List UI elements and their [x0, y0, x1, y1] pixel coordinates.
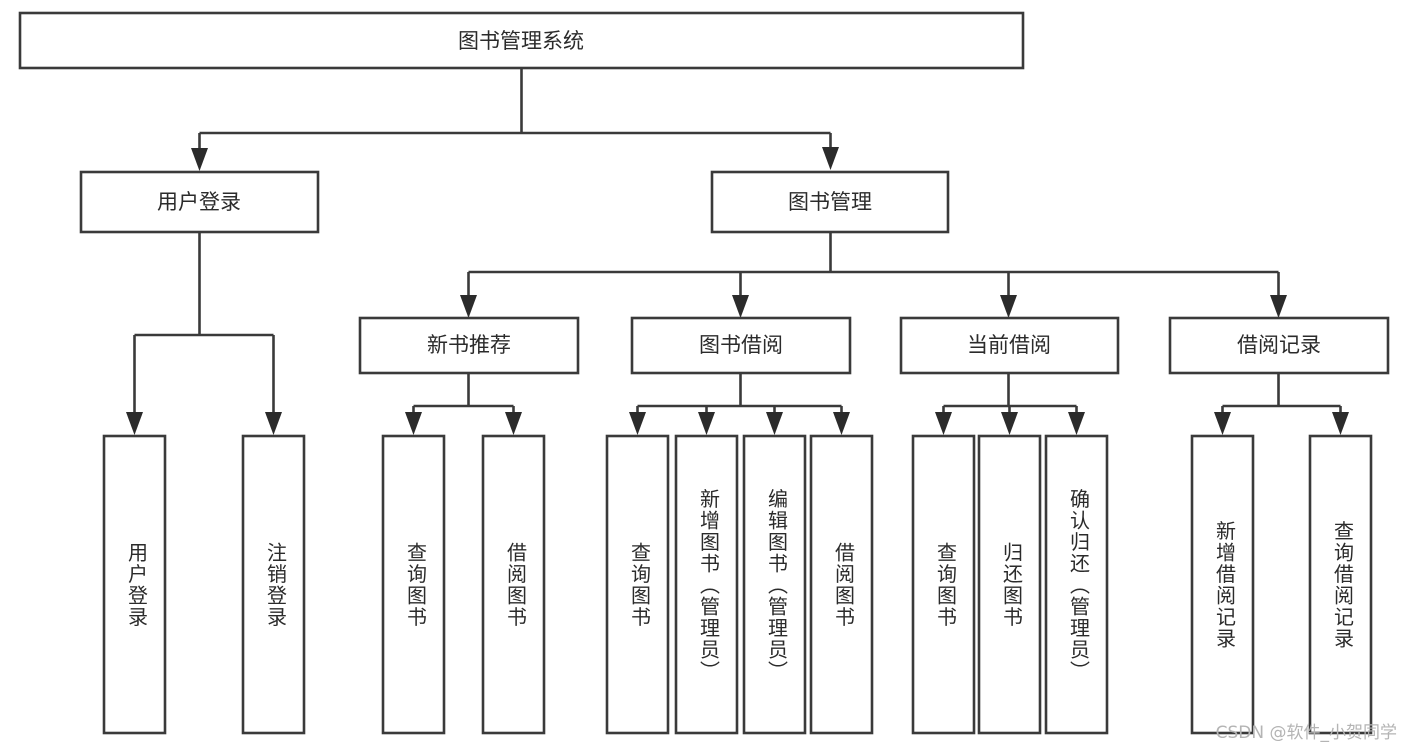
leaf-query-book-2-label: 查询图书	[628, 542, 652, 628]
arrow-head-leaf-query-book-3	[935, 412, 952, 435]
node-new-book-recommend[interactable]: 新书推荐	[358, 316, 580, 375]
connector-group-book-borrow	[629, 373, 850, 435]
node-book-borrow[interactable]: 图书借阅	[630, 316, 852, 375]
arrow-head-leaf-edit-book	[766, 412, 783, 435]
csdn-watermark: CSDN @软件_小贺同学	[1215, 723, 1397, 743]
node-book-manage-label: 图书管理	[788, 190, 872, 214]
arrow-head-leaf-add-book	[698, 412, 715, 435]
arrow-head-leaf-return-book	[1001, 412, 1018, 435]
node-user-login[interactable]: 用户登录	[79, 170, 320, 234]
node-book-manage-box[interactable]	[710, 170, 950, 234]
leaf-add-record-box[interactable]	[1190, 434, 1255, 735]
leaf-confirm-return-label: 确认归还（管理员）	[1067, 488, 1091, 682]
leaf-return-book-label: 归还图书	[1000, 542, 1024, 628]
connector-group-book-manage	[460, 232, 1287, 318]
node-current-borrow-label: 当前借阅	[967, 333, 1051, 357]
leaf-borrow-book-2[interactable]: 借阅图书	[809, 434, 874, 735]
arrow-head-borrow-record	[1270, 295, 1287, 318]
leaf-return-book-box[interactable]	[977, 434, 1042, 735]
leaf-query-record-label: 查询借阅记录	[1331, 520, 1355, 649]
leaf-query-book-2-box[interactable]	[605, 434, 670, 735]
connector-group-current-borrow	[935, 373, 1085, 435]
arrow-head-leaf-borrow-book-1	[505, 412, 522, 435]
leaf-add-record-label: 新增借阅记录	[1213, 520, 1237, 649]
node-new-book-recommend-label: 新书推荐	[427, 333, 511, 357]
leaf-query-book-2[interactable]: 查询图书	[605, 434, 670, 735]
leaf-add-book-label: 新增图书（管理员）	[697, 488, 721, 682]
leaf-query-book-1[interactable]: 查询图书	[381, 434, 446, 735]
node-current-borrow[interactable]: 当前借阅	[899, 316, 1120, 375]
arrow-head-leaf-user-login	[126, 412, 143, 435]
connector-group-new-book-recommend	[405, 373, 522, 435]
leaf-user-logout-box[interactable]	[241, 434, 306, 735]
arrow-head-leaf-user-logout	[265, 412, 282, 435]
node-borrow-record[interactable]: 借阅记录	[1168, 316, 1390, 375]
node-root-label: 图书管理系统	[458, 29, 584, 53]
node-book-borrow-box[interactable]	[630, 316, 852, 375]
leaf-add-record[interactable]: 新增借阅记录	[1190, 434, 1255, 735]
leaf-query-book-1-box[interactable]	[381, 434, 446, 735]
arrow-head-leaf-confirm-return	[1068, 412, 1085, 435]
leaf-user-login[interactable]: 用户登录	[102, 434, 167, 735]
leaf-borrow-book-1-label: 借阅图书	[504, 542, 528, 628]
leaf-edit-book-box[interactable]	[742, 434, 807, 735]
connector-group-root	[191, 68, 839, 171]
node-root[interactable]: 图书管理系统	[18, 11, 1025, 70]
arrow-head-leaf-add-record	[1214, 412, 1231, 435]
leaf-user-login-label: 用户登录	[125, 542, 149, 628]
node-user-login-label: 用户登录	[157, 190, 241, 214]
leaf-confirm-return-box[interactable]	[1044, 434, 1109, 735]
node-borrow-record-box[interactable]	[1168, 316, 1390, 375]
leaf-add-book-box[interactable]	[674, 434, 739, 735]
leaf-return-book[interactable]: 归还图书	[977, 434, 1042, 735]
connector-group-user-login	[126, 232, 282, 435]
leaf-query-record[interactable]: 查询借阅记录	[1308, 434, 1373, 735]
node-current-borrow-box[interactable]	[899, 316, 1120, 375]
connector-group-borrow-record	[1214, 373, 1349, 435]
leaf-borrow-book-2-box[interactable]	[809, 434, 874, 735]
arrow-head-user-login	[191, 148, 208, 171]
arrow-head-book-borrow	[732, 295, 749, 318]
node-root-box[interactable]	[18, 11, 1025, 70]
leaf-query-book-3[interactable]: 查询图书	[911, 434, 976, 735]
arrow-head-new-book-recommend	[460, 295, 477, 318]
node-borrow-record-label: 借阅记录	[1237, 333, 1321, 357]
leaf-edit-book[interactable]: 编辑图书（管理员）	[742, 434, 807, 735]
leaf-confirm-return[interactable]: 确认归还（管理员）	[1044, 434, 1109, 735]
leaf-user-logout-label: 注销登录	[264, 542, 288, 628]
leaf-query-book-3-label: 查询图书	[934, 542, 958, 628]
node-new-book-recommend-box[interactable]	[358, 316, 580, 375]
arrow-head-current-borrow	[1000, 295, 1017, 318]
leaf-borrow-book-1-box[interactable]	[481, 434, 546, 735]
leaf-user-login-box[interactable]	[102, 434, 167, 735]
node-book-manage[interactable]: 图书管理	[710, 170, 950, 234]
leaf-add-book[interactable]: 新增图书（管理员）	[674, 434, 739, 735]
leaf-query-record-box[interactable]	[1308, 434, 1373, 735]
arrow-head-book-manage	[822, 147, 839, 170]
arrow-head-leaf-borrow-book-2	[833, 412, 850, 435]
arrow-head-leaf-query-book-2	[629, 412, 646, 435]
arrow-head-leaf-query-record	[1332, 412, 1349, 435]
leaf-borrow-book-2-label: 借阅图书	[832, 542, 856, 628]
leaf-user-logout[interactable]: 注销登录	[241, 434, 306, 735]
leaf-edit-book-label: 编辑图书（管理员）	[765, 488, 789, 682]
leaf-query-book-3-box[interactable]	[911, 434, 976, 735]
node-book-borrow-label: 图书借阅	[699, 333, 783, 357]
arrow-head-leaf-query-book-1	[405, 412, 422, 435]
leaf-borrow-book-1[interactable]: 借阅图书	[481, 434, 546, 735]
node-user-login-box[interactable]	[79, 170, 320, 234]
leaf-query-book-1-label: 查询图书	[404, 542, 428, 628]
